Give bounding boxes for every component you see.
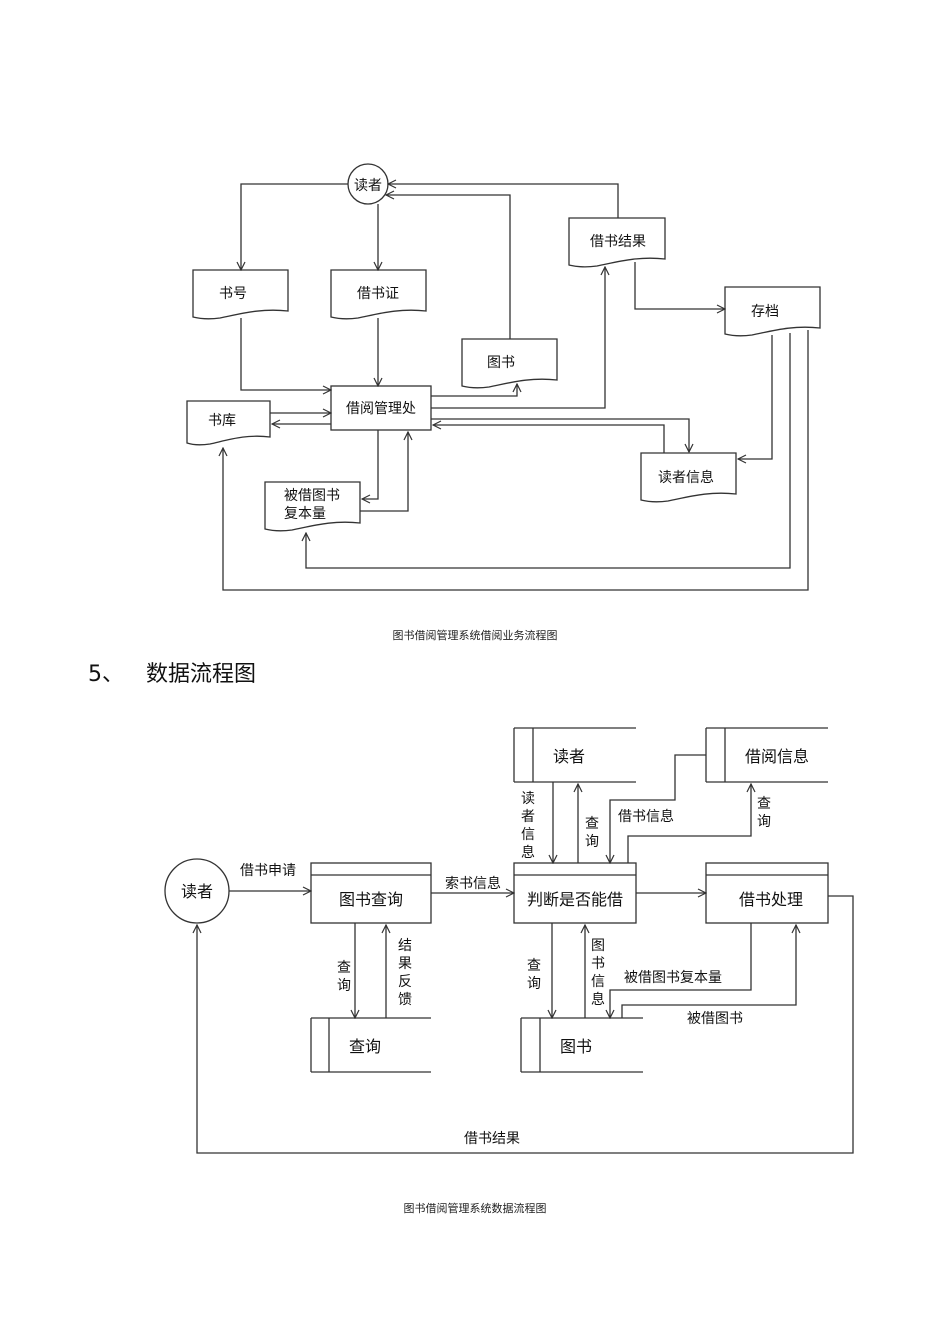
process-borrow-label: 借书处理 (739, 890, 803, 909)
node-archive-label: 存档 (751, 304, 779, 320)
node-reader: 读者 (347, 163, 389, 205)
section-title: 数据流程图 (146, 662, 257, 687)
edge-copies-to-office (360, 432, 408, 512)
node-stacks-label: 书库 (208, 413, 236, 429)
flow-label-feedback-2: 果 (398, 956, 412, 972)
flow-label-book-info-3: 信 (591, 974, 605, 990)
business-flow-diagram: 读者 书号 借书证 图书 借书结果 存档 书库 读者信息 (186, 163, 821, 591)
flow-label-borrow-result: 借书结果 (464, 1131, 520, 1147)
flow-label-reader-info-1: 读 (521, 790, 535, 807)
edge-result-to-reader (388, 184, 619, 218)
flow-label-copies: 被借图书复本量 (624, 969, 722, 986)
node-office: 借阅管理处 (330, 385, 432, 431)
store-borrow-info: 借阅信息 (705, 727, 828, 783)
node-borrowed-copies: 被借图书 复本量 (264, 481, 361, 532)
node-borrow-result-label: 借书结果 (590, 234, 646, 250)
flow-label-borrowed-book: 被借图书 (687, 1011, 743, 1027)
flow-label-query-3-b: 询 (757, 814, 771, 830)
node-stacks: 书库 (186, 400, 271, 446)
edge-book-no-to-office (240, 318, 331, 390)
flow-label-query-4-b: 询 (527, 976, 541, 992)
edge-result-to-archive (634, 262, 725, 309)
node-book-label: 图书 (487, 355, 515, 371)
store-query-label: 查询 (349, 1037, 381, 1056)
flow-label-book-info-2: 书 (591, 956, 605, 972)
entity-reader: 读者 (164, 858, 230, 924)
flow-label-feedback-1: 结 (398, 938, 412, 954)
node-borrowed-copies-line1: 被借图书 (284, 488, 340, 504)
flow-label-feedback-3: 反 (398, 974, 412, 990)
store-books: 图书 (520, 1017, 643, 1073)
store-reader-label: 读者 (553, 747, 585, 766)
edge-office-to-copies (362, 430, 379, 499)
diagram1-caption: 图书借阅管理系统借阅业务流程图 (392, 629, 558, 642)
process-judge-label: 判断是否能借 (527, 890, 623, 909)
flow-borrow-result (197, 895, 854, 1154)
entity-reader-label: 读者 (181, 882, 213, 901)
flow-label-query-1-b: 询 (337, 978, 351, 994)
process-borrow: 借书处理 (705, 862, 829, 924)
flow-label-reader-info-3: 信 (521, 827, 535, 843)
edge-reader-to-book-no (241, 183, 348, 270)
store-query: 查询 (310, 1017, 431, 1073)
section-heading: 5、数据流程图 (88, 656, 256, 688)
store-reader: 读者 (513, 727, 636, 783)
process-book-query-label: 图书查询 (339, 890, 403, 909)
node-reader-info-label: 读者信息 (658, 469, 714, 486)
node-archive: 存档 (724, 286, 821, 337)
flow-query-3 (627, 784, 751, 863)
flow-label-query-2-a: 查 (585, 816, 599, 832)
flow-label-reader-info-2: 者 (521, 809, 535, 825)
edge-archive-to-stacks (223, 330, 809, 591)
flow-label-request-info: 索书信息 (445, 875, 501, 892)
flow-label-query-2-b: 询 (585, 834, 599, 850)
node-library-card-label: 借书证 (357, 286, 399, 302)
node-borrow-result: 借书结果 (568, 217, 666, 268)
flow-copies (610, 923, 752, 1018)
node-office-label: 借阅管理处 (346, 401, 416, 417)
node-book-no: 书号 (192, 269, 289, 320)
flow-label-feedback-4: 馈 (398, 992, 412, 1008)
edge-office-to-result (431, 267, 605, 409)
process-judge: 判断是否能借 (513, 862, 637, 924)
node-reader-info: 读者信息 (640, 452, 737, 503)
data-flow-diagram: 读者 图书查询 判断是否能借 借书处理 读者 (164, 727, 854, 1154)
flow-borrowed-book (621, 925, 796, 1018)
edge-office-to-book (431, 384, 517, 397)
section-number: 5、 (88, 662, 124, 687)
flow-label-borrow-request: 借书申请 (240, 863, 296, 879)
node-borrowed-copies-line2: 复本量 (284, 505, 326, 522)
edge-archive-to-copies (306, 333, 791, 569)
diagram2-caption: 图书借阅管理系统数据流程图 (403, 1202, 547, 1215)
node-reader-label: 读者 (354, 177, 382, 194)
flow-borrow-info (610, 754, 706, 863)
flow-label-borrow-info: 借书信息 (618, 808, 674, 825)
node-book-no-label: 书号 (219, 286, 247, 302)
edge-reader-info-to-office (433, 425, 665, 453)
flow-label-query-1-a: 查 (337, 960, 351, 976)
edge-archive-to-reader-info (738, 335, 773, 459)
flow-label-book-info-4: 息 (591, 991, 605, 1008)
store-borrow-info-label: 借阅信息 (745, 747, 809, 766)
process-book-query: 图书查询 (310, 862, 432, 924)
flow-label-reader-info-4: 息 (521, 844, 535, 861)
store-books-label: 图书 (560, 1037, 592, 1056)
flow-label-query-4-a: 查 (527, 958, 541, 974)
node-book: 图书 (461, 338, 558, 389)
flow-label-query-3-a: 查 (757, 796, 771, 812)
edge-office-to-reader-info (431, 418, 689, 452)
flow-label-book-info-1: 图 (591, 938, 605, 954)
edge-book-to-reader (386, 195, 511, 339)
node-library-card: 借书证 (330, 269, 427, 320)
